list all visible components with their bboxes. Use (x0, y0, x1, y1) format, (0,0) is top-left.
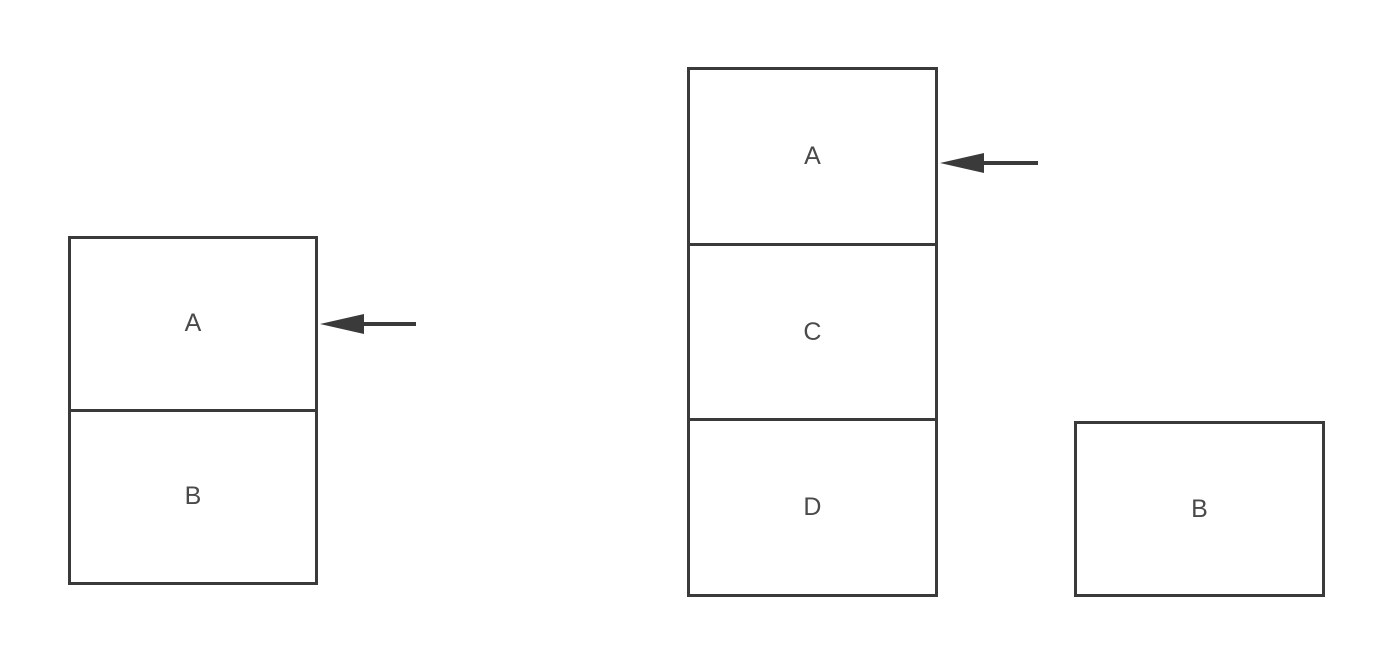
box-cell-a-middle[interactable]: A (687, 67, 938, 246)
middle-stack: A C D (687, 67, 938, 597)
box-cell-a-left[interactable]: A (68, 236, 318, 412)
box-label-c: C (803, 317, 822, 346)
box-cell-d-middle[interactable]: D (687, 421, 938, 597)
box-cell-b-left[interactable]: B (68, 411, 318, 585)
box-label-b: B (184, 482, 202, 511)
box-label-d: D (803, 493, 822, 521)
left-arrow (318, 313, 418, 335)
right-box: B (1074, 421, 1325, 597)
box-cell-b-right[interactable]: B (1074, 421, 1325, 597)
box-label-a: A (184, 309, 202, 338)
left-stack: A B (68, 236, 318, 585)
box-cell-c-middle[interactable]: C (687, 246, 938, 421)
arrow-head-icon (940, 153, 984, 173)
box-label-b: B (1191, 494, 1208, 523)
right-arrow (938, 152, 1040, 174)
arrow-head-icon (320, 314, 364, 334)
box-label-a: A (804, 142, 821, 170)
